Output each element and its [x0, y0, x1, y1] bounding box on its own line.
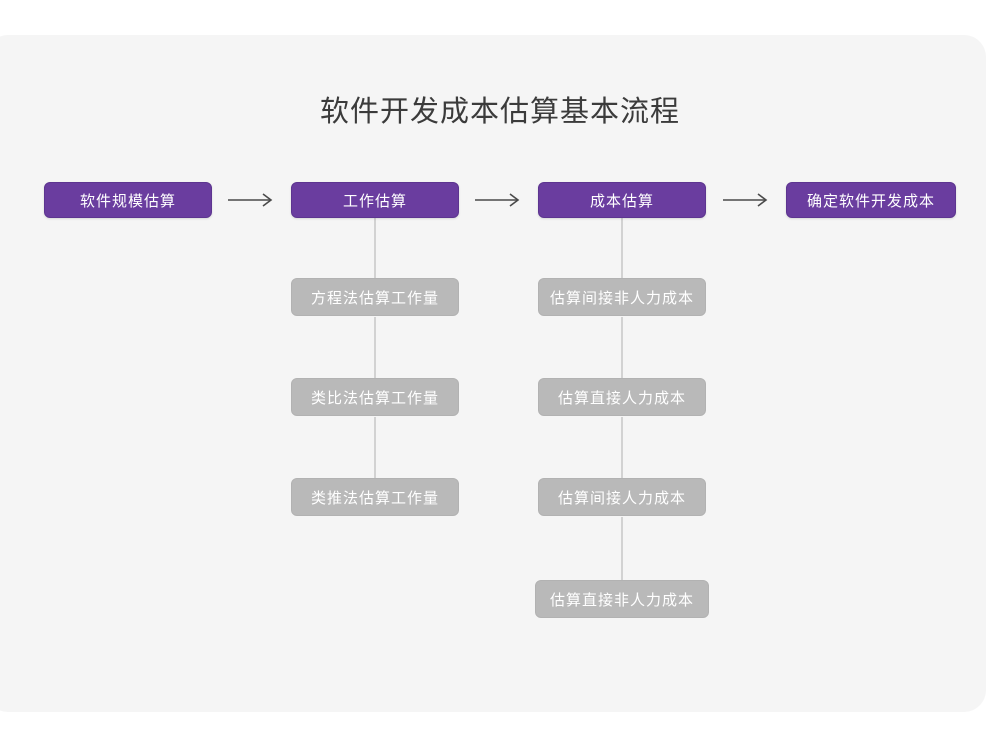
flow-step-label: 工作估算 — [342, 192, 407, 210]
flow-arrow-1-icon — [224, 185, 280, 215]
flow-arrow-2-icon — [471, 185, 527, 215]
flow-step-label: 软件规模估算 — [79, 192, 176, 210]
page-title: 软件开发成本估算基本流程 — [319, 96, 680, 128]
diagram-card — [0, 35, 986, 712]
connector-line-left-3 — [374, 417, 376, 497]
branch-item-analogy-method-effort[interactable]: 类比法估算工作量 — [291, 378, 459, 416]
flow-step-cost-estimation[interactable]: 成本估算 — [538, 182, 706, 218]
branch-item-label: 类推法估算工作量 — [310, 489, 439, 507]
connector-line-right-3 — [621, 417, 623, 497]
flow-arrow-3-icon — [719, 185, 775, 215]
branch-item-label: 方程法估算工作量 — [310, 289, 439, 307]
branch-item-indirect-labor-cost[interactable]: 估算间接人力成本 — [538, 478, 706, 516]
connector-line-left-1 — [374, 217, 376, 297]
branch-item-direct-nonlabor-cost[interactable]: 估算直接非人力成本 — [535, 580, 709, 618]
connector-line-right-4 — [621, 517, 623, 597]
connector-line-right-1 — [621, 217, 623, 297]
connector-line-left-2 — [374, 317, 376, 397]
connector-line-right-2 — [621, 317, 623, 397]
branch-item-label: 估算间接非人力成本 — [549, 289, 694, 307]
flow-step-label: 确定软件开发成本 — [806, 192, 935, 210]
branch-item-label: 估算直接非人力成本 — [549, 591, 694, 609]
branch-item-label: 类比法估算工作量 — [310, 389, 439, 407]
flow-step-effort-estimation[interactable]: 工作估算 — [291, 182, 459, 218]
branch-item-label: 估算间接人力成本 — [557, 489, 686, 507]
branch-item-direct-labor-cost[interactable]: 估算直接人力成本 — [538, 378, 706, 416]
branch-item-inference-method-effort[interactable]: 类推法估算工作量 — [291, 478, 459, 516]
branch-item-equation-method-effort[interactable]: 方程法估算工作量 — [291, 278, 459, 316]
flow-step-label: 成本估算 — [589, 192, 654, 210]
branch-item-indirect-nonlabor-cost[interactable]: 估算间接非人力成本 — [538, 278, 706, 316]
flow-step-software-scale-estimation[interactable]: 软件规模估算 — [44, 182, 212, 218]
branch-item-label: 估算直接人力成本 — [557, 389, 686, 407]
flow-step-determine-development-cost[interactable]: 确定软件开发成本 — [786, 182, 956, 218]
